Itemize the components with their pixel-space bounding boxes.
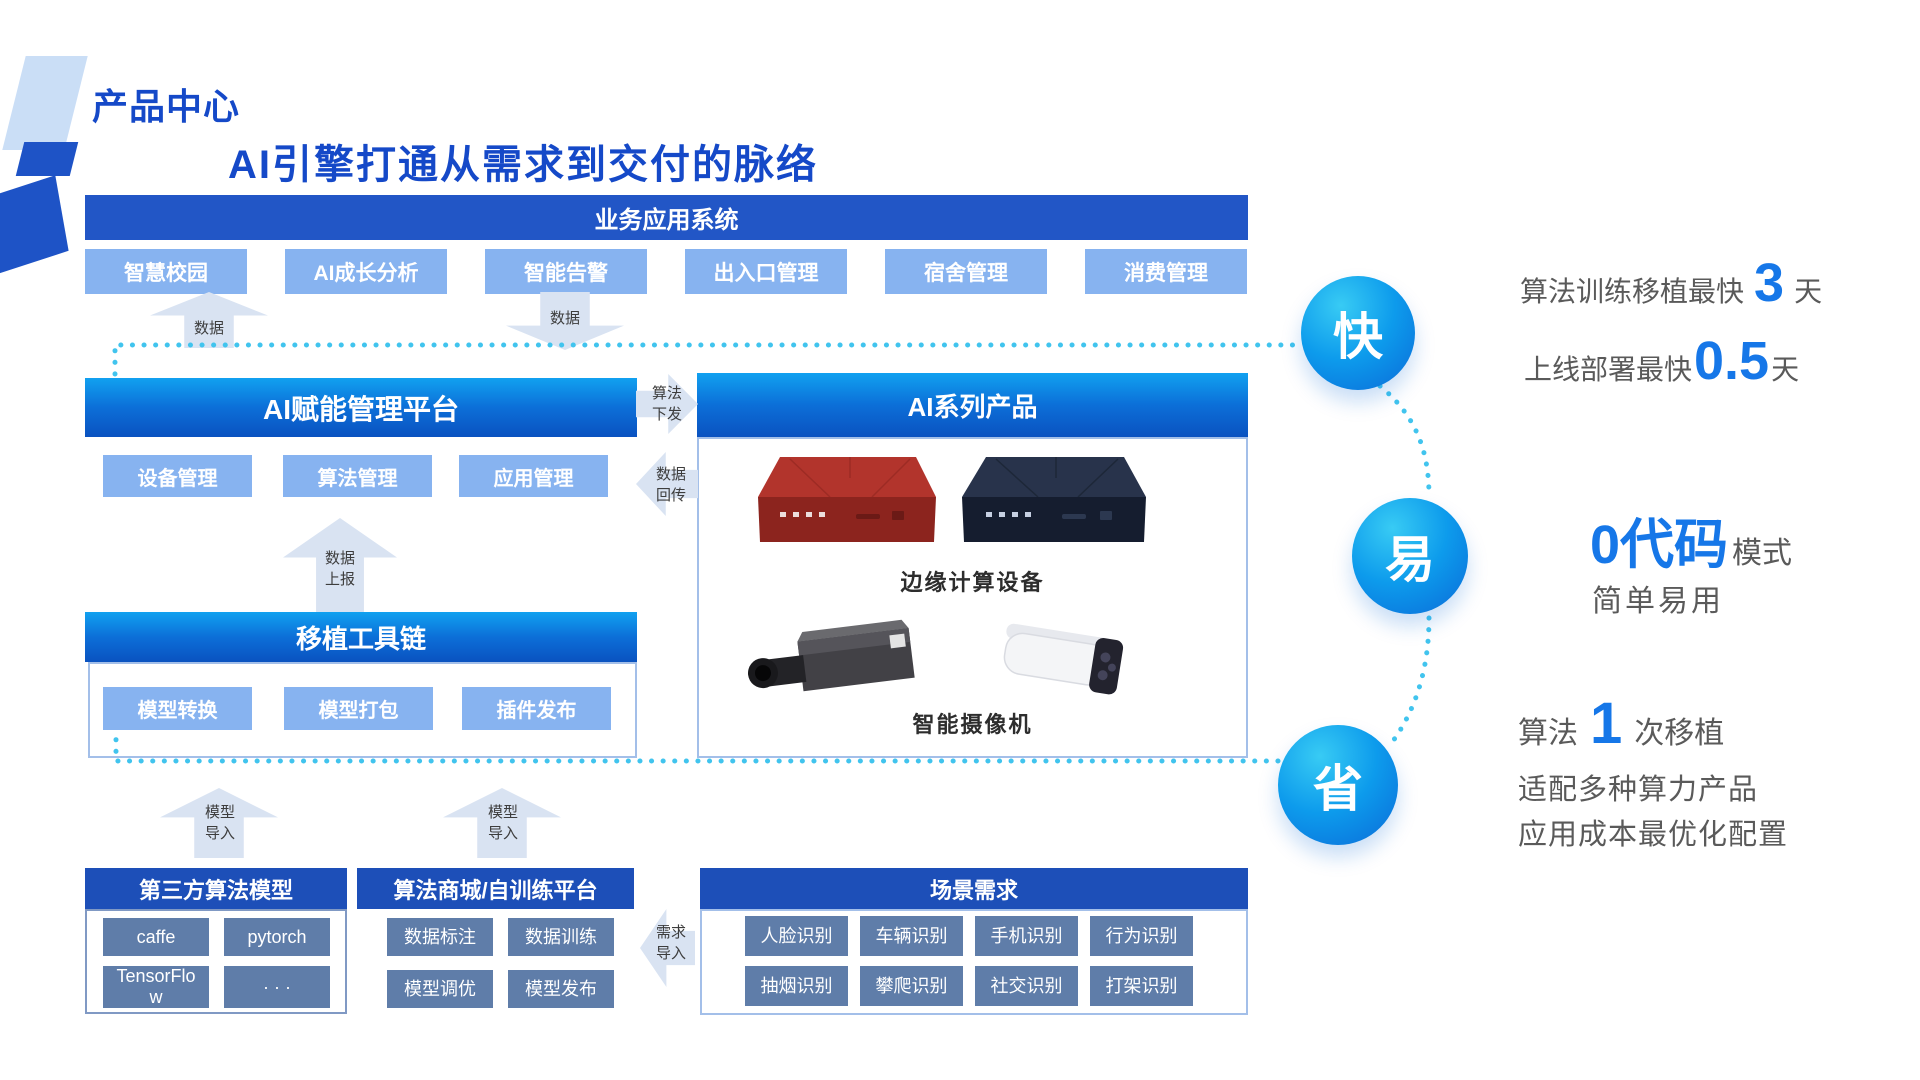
save-line1-prefix: 算法 bbox=[1518, 717, 1578, 750]
algo-market-header: 算法商城/自训练平台 bbox=[357, 868, 634, 909]
data-return-line1: 数据 bbox=[655, 466, 686, 483]
save-benefit-line2: 适配多种算力产品 bbox=[1518, 774, 1759, 806]
framework-chip-tensorflow: TensorFlow bbox=[103, 966, 209, 1008]
business-system-header: 业务应用系统 bbox=[85, 195, 1248, 240]
scene-chip-fighting: 打架识别 bbox=[1090, 966, 1193, 1006]
fast-line1-value: 3 bbox=[1754, 253, 1785, 313]
fast-line2-prefix: 上线部署最快 bbox=[1524, 354, 1693, 385]
fast-line1-prefix: 算法训练移植最快 bbox=[1520, 276, 1745, 307]
easy-benefit-line1: 0代码 模式 bbox=[1590, 500, 1792, 579]
app-chip-smart-alert: 智能告警 bbox=[485, 249, 647, 294]
framework-chip-pytorch: pytorch bbox=[224, 918, 330, 956]
scene-chip-climbing: 攀爬识别 bbox=[860, 966, 963, 1006]
toolchain-module-model-pack: 模型打包 bbox=[284, 687, 433, 730]
scene-chip-face: 人脸识别 bbox=[745, 916, 848, 956]
data-down-arrow-label: 数据 bbox=[549, 310, 580, 327]
app-chip-ai-growth: AI成长分析 bbox=[285, 249, 447, 294]
fast-line2-suffix: 天 bbox=[1771, 354, 1800, 385]
framework-chip-more: · · · bbox=[224, 966, 330, 1008]
data-up-arrow-label: 数据 bbox=[193, 320, 224, 337]
scene-demand-header: 场景需求 bbox=[700, 868, 1248, 909]
app-chip-smart-campus: 智慧校园 bbox=[85, 249, 247, 294]
model-import-right-line1: 模型 bbox=[487, 804, 518, 821]
save-benefit-line3: 应用成本最优化配置 bbox=[1518, 819, 1789, 851]
scene-demand-title: 场景需求 bbox=[929, 877, 1018, 903]
decor-pale-parallelogram bbox=[2, 56, 88, 150]
data-return-line2: 回传 bbox=[655, 487, 686, 504]
data-report-line2: 上报 bbox=[324, 571, 355, 588]
demand-import-label: 需求 导入 bbox=[648, 922, 694, 964]
platform-header: AI赋能管理平台 bbox=[85, 378, 637, 437]
market-chip-model-publish: 模型发布 bbox=[508, 970, 614, 1008]
products-title: AI系列产品 bbox=[907, 391, 1038, 422]
camera-label: 智能摄像机 bbox=[912, 712, 1033, 737]
model-import-right-line2: 导入 bbox=[487, 825, 518, 842]
dotted-top-line bbox=[112, 342, 1305, 377]
easy-badge: 易 bbox=[1352, 498, 1468, 614]
dotted-easy-to-save-curve bbox=[1390, 615, 1432, 744]
framework-chip-caffe: caffe bbox=[103, 918, 209, 956]
algo-dispatch-line2: 下发 bbox=[651, 406, 682, 423]
toolchain-module-plugin-publish: 插件发布 bbox=[462, 687, 611, 730]
edge-device-label: 边缘计算设备 bbox=[900, 570, 1045, 595]
app-chip-entrance-mgmt: 出入口管理 bbox=[685, 249, 847, 294]
fast-benefit-line2: 上线部署最快 0.5 天 bbox=[1524, 330, 1799, 392]
scene-chip-smoking: 抽烟识别 bbox=[745, 966, 848, 1006]
fast-line1-suffix: 天 bbox=[1794, 276, 1823, 307]
decor-blue-parallelogram-small bbox=[15, 142, 79, 176]
easy-benefit-line2: 简单易用 bbox=[1592, 585, 1724, 618]
platform-module-device-mgmt: 设备管理 bbox=[103, 455, 252, 497]
toolchain-module-model-convert: 模型转换 bbox=[103, 687, 252, 730]
scene-chip-phone: 手机识别 bbox=[975, 916, 1078, 956]
dotted-fast-to-easy-curve bbox=[1377, 383, 1432, 499]
algo-dispatch-label: 算法 下发 bbox=[642, 383, 692, 425]
fast-benefit-line1: 算法训练移植最快 3 天 bbox=[1520, 252, 1822, 314]
model-import-right-label: 模型 导入 bbox=[479, 802, 527, 844]
save-line1-value: 1 bbox=[1590, 691, 1623, 756]
save-badge: 省 bbox=[1278, 725, 1398, 845]
fast-line2-value: 0.5 bbox=[1694, 331, 1770, 391]
page-subtitle: AI引擎打通从需求到交付的脉络 bbox=[228, 143, 818, 187]
algo-market-title: 算法商城/自训练平台 bbox=[393, 877, 598, 903]
save-benefit-line1: 算法 1 次移植 bbox=[1518, 690, 1724, 757]
model-import-left-label: 模型 导入 bbox=[196, 802, 244, 844]
third-party-title: 第三方算法模型 bbox=[138, 877, 293, 903]
model-import-left-line1: 模型 bbox=[204, 804, 235, 821]
scene-chip-behavior: 行为识别 bbox=[1090, 916, 1193, 956]
algo-dispatch-line1: 算法 bbox=[651, 385, 682, 402]
demand-import-line2: 导入 bbox=[655, 945, 686, 962]
scene-chip-vehicle: 车辆识别 bbox=[860, 916, 963, 956]
model-import-left-line2: 导入 bbox=[204, 825, 235, 842]
market-chip-data-train: 数据训练 bbox=[508, 918, 614, 956]
app-chip-consume-mgmt: 消费管理 bbox=[1085, 249, 1247, 294]
products-header: AI系列产品 bbox=[697, 373, 1248, 437]
decor-blue-parallelogram-edge bbox=[0, 175, 69, 277]
fast-badge: 快 bbox=[1301, 276, 1415, 390]
business-system-title: 业务应用系统 bbox=[594, 207, 739, 234]
platform-module-algo-mgmt: 算法管理 bbox=[283, 455, 432, 497]
platform-module-app-mgmt: 应用管理 bbox=[459, 455, 608, 497]
app-chip-dorm-mgmt: 宿舍管理 bbox=[885, 249, 1047, 294]
demand-import-line1: 需求 bbox=[655, 924, 686, 941]
market-chip-model-tune: 模型调优 bbox=[387, 970, 493, 1008]
data-report-arrow-label: 数据 上报 bbox=[316, 548, 364, 590]
data-report-line1: 数据 bbox=[324, 550, 355, 567]
data-return-label: 数据 回传 bbox=[646, 464, 696, 506]
market-chip-data-label: 数据标注 bbox=[387, 918, 493, 956]
easy-line1-value: 0代码 bbox=[1590, 515, 1729, 575]
platform-title: AI赋能管理平台 bbox=[262, 393, 459, 425]
toolchain-title: 移植工具链 bbox=[295, 623, 426, 654]
scene-chip-social: 社交识别 bbox=[975, 966, 1078, 1006]
toolchain-header: 移植工具链 bbox=[85, 612, 637, 662]
save-line1-suffix: 次移植 bbox=[1634, 717, 1725, 750]
page-title: 产品中心 bbox=[92, 86, 241, 127]
third-party-header: 第三方算法模型 bbox=[85, 868, 347, 909]
easy-line1-suffix: 模式 bbox=[1732, 537, 1793, 570]
